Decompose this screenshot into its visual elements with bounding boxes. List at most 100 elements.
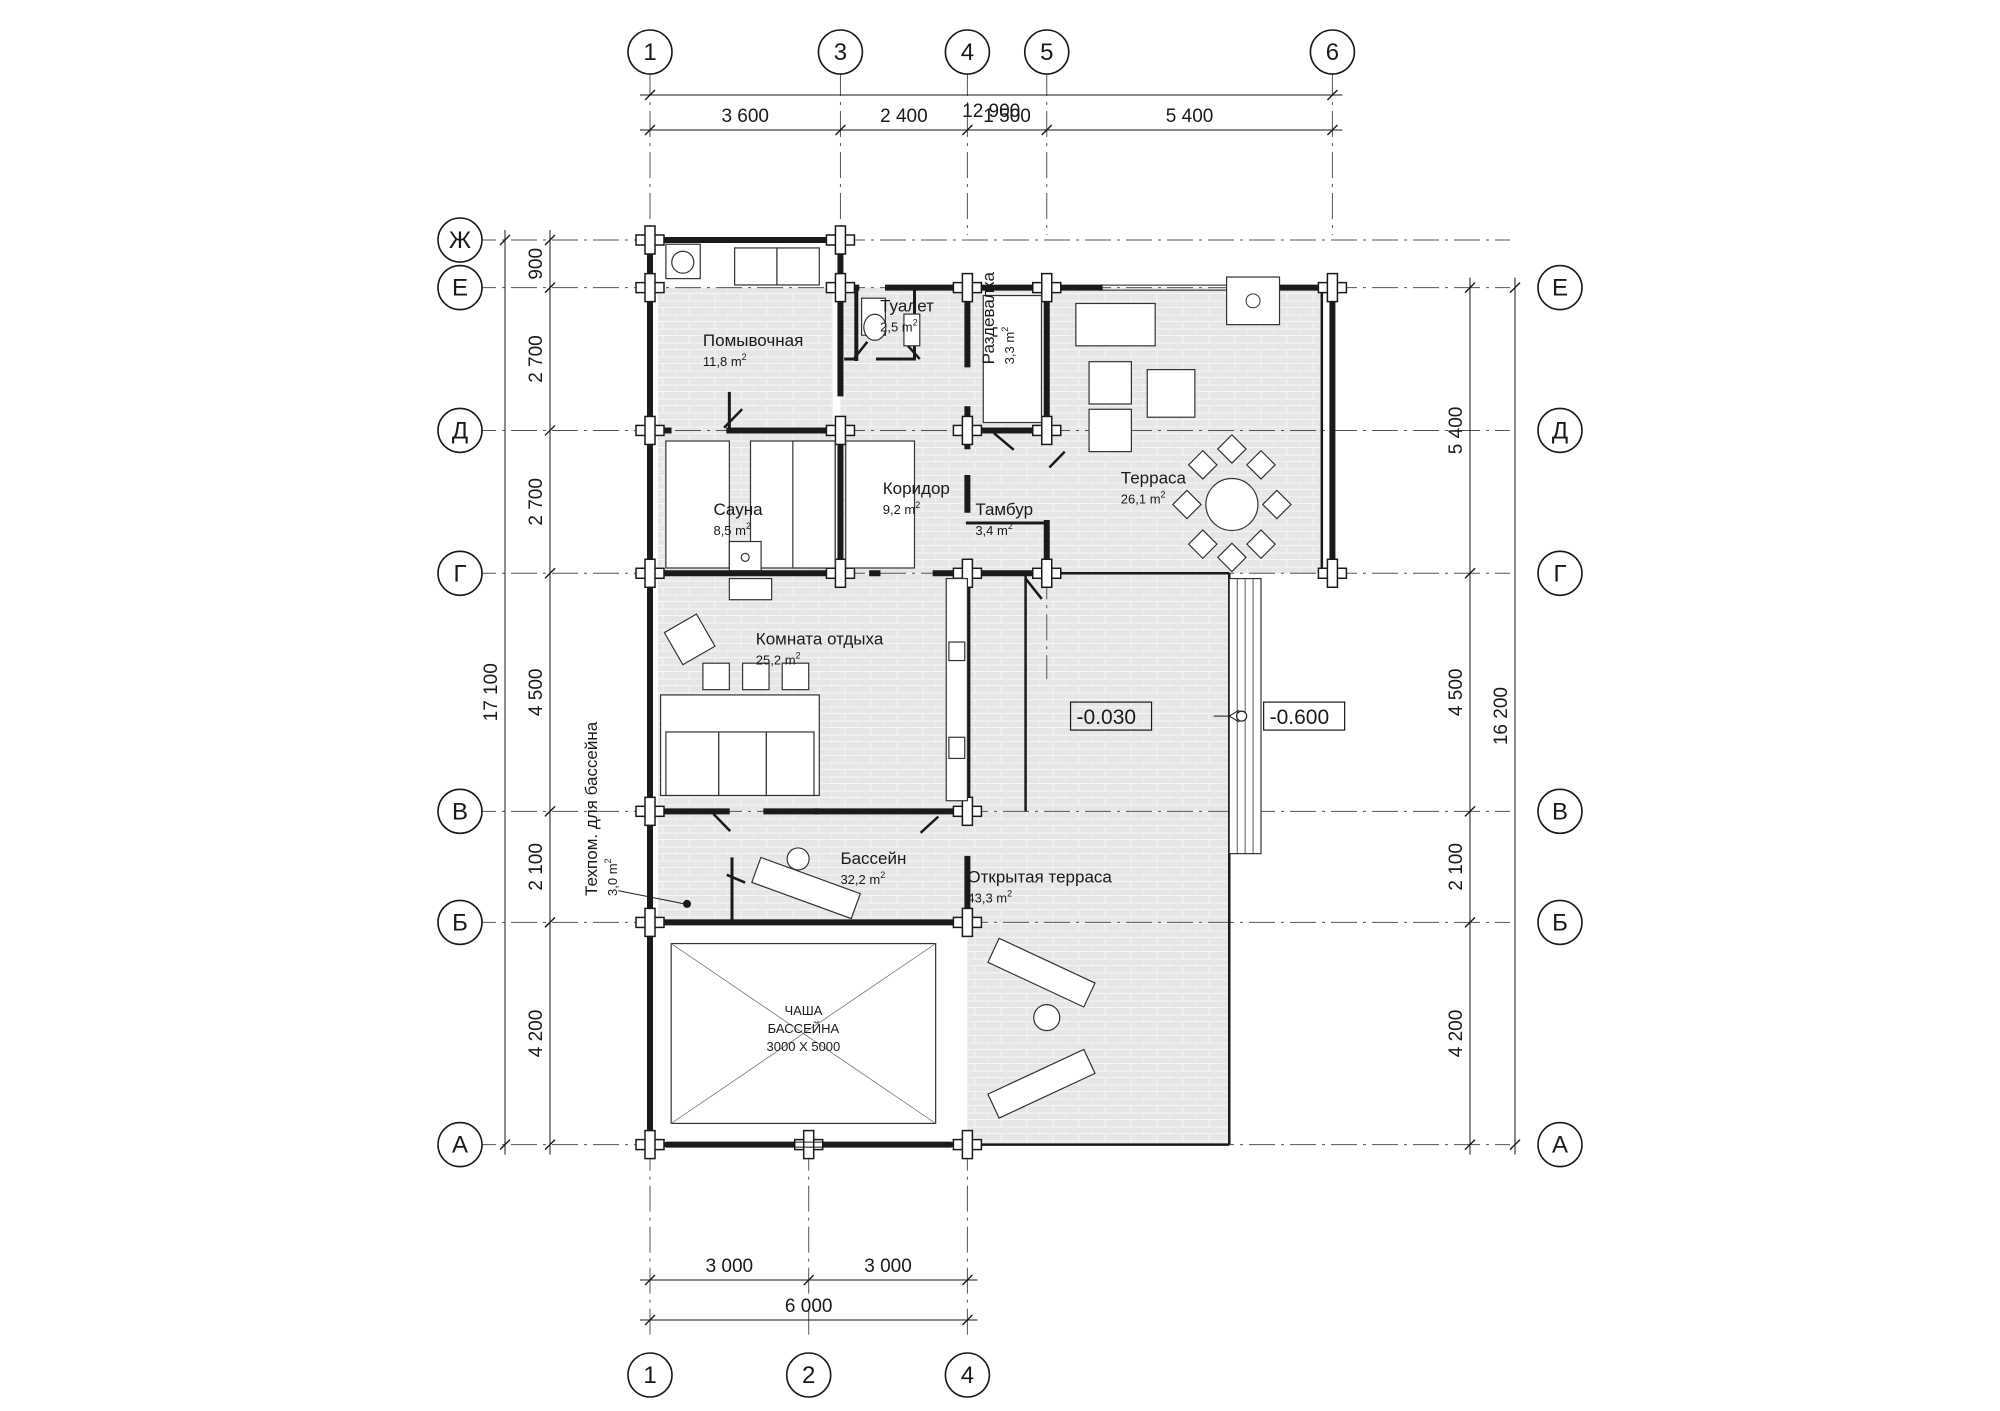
axis-top-6-label: 6 <box>1326 39 1339 66</box>
room-area: 3,4 m2 <box>975 521 1013 538</box>
dining-chair <box>1246 529 1276 560</box>
dim-tick <box>544 424 556 436</box>
log-corner-core <box>1328 569 1337 578</box>
drain-symbol <box>671 250 695 274</box>
techroom-leader <box>618 890 685 905</box>
log-corner-core <box>1328 283 1337 292</box>
dim-tick <box>803 1274 815 1286</box>
level-box-0 <box>1069 701 1153 731</box>
dim-label: 2 100 <box>526 843 547 891</box>
axis-top-4-circle <box>944 29 991 75</box>
axis-left-Д-circle <box>437 407 483 454</box>
dim-tick <box>1464 805 1476 817</box>
room-9: Открытая терраса 43,3 m2 <box>967 868 1112 906</box>
axis-top-1-circle <box>627 29 673 75</box>
room-area-value: 3,4 m <box>975 523 1008 538</box>
axis-right-В-circle <box>1537 788 1583 835</box>
stove-dot <box>740 552 750 563</box>
door-leaf <box>723 408 744 429</box>
axis-left-Ж-circle <box>437 217 483 263</box>
door-leaf <box>1024 577 1043 600</box>
axis-left-В-circle <box>437 788 483 835</box>
room-area: 43,3 m2 <box>967 889 1012 906</box>
level-arrow <box>1228 709 1240 717</box>
axis-left-Д-label: Д <box>452 417 468 444</box>
log-corner-core <box>836 283 845 292</box>
axis-right-Д-circle <box>1537 407 1583 454</box>
room-area: 9,2 m2 <box>883 500 921 517</box>
axis-left-Ж-label: Ж <box>449 227 471 254</box>
room-3: Терраса 26,1 m2 <box>1121 468 1187 506</box>
dining-table <box>1205 477 1259 532</box>
stool-3 <box>781 662 810 691</box>
log-corner-core <box>804 1140 813 1149</box>
sofa-seat-2 <box>718 731 767 797</box>
sauna-bench-lower <box>665 440 730 569</box>
log-corner-core <box>963 918 972 927</box>
room-area-sup: 2 <box>913 317 918 327</box>
axis-right-В-label: В <box>1552 798 1568 825</box>
room-name: Туалет <box>880 296 934 315</box>
pool-bowl-line3: 3000 Х 5000 <box>767 1039 841 1054</box>
dim-label: 2 400 <box>880 106 928 127</box>
level-box-1 <box>1263 701 1346 731</box>
axis-left-А-circle <box>437 1121 483 1168</box>
terrace-lounger-2 <box>987 1048 1096 1119</box>
log-corner-core <box>1042 283 1051 292</box>
floor-area <box>967 573 1230 1145</box>
dim-tick <box>1326 89 1338 101</box>
axis-left-Г-label: Г <box>454 560 467 587</box>
level-label-0: -0.030 <box>1077 706 1137 729</box>
room-area-sup: 2 <box>1000 327 1010 332</box>
axis-bottom-2-label: 2 <box>802 1362 815 1389</box>
terrace-side-table <box>1033 1004 1061 1032</box>
furniture <box>618 243 1292 1125</box>
room-area-sup: 2 <box>1008 521 1013 531</box>
room-name: Коридор <box>883 479 950 498</box>
room-area-sup: 2 <box>603 858 613 863</box>
door-leaf <box>993 432 1015 451</box>
room-area: 26,1 m2 <box>1121 489 1166 506</box>
fireplace <box>1226 276 1281 326</box>
dim-label: 1 500 <box>983 106 1031 127</box>
dim-label: 4 200 <box>526 1010 547 1058</box>
sofa <box>1075 302 1156 347</box>
pool-bowl-line2: БАССЕЙНА <box>768 1021 840 1036</box>
room-area-sup: 2 <box>1161 489 1166 499</box>
dim-tick <box>544 567 556 579</box>
dim-tick <box>1464 1139 1476 1151</box>
room-name: Терраса <box>1121 468 1187 487</box>
dining-chair <box>1171 489 1202 520</box>
room-area-sup: 2 <box>880 870 885 880</box>
axis-left-Е-circle <box>437 264 483 311</box>
axis-right-Г-label: Г <box>1554 560 1567 587</box>
pool-diagonal-2 <box>670 943 936 1124</box>
room-area-sup: 2 <box>746 521 751 531</box>
axis-bottom-4-label: 4 <box>961 1362 974 1389</box>
room-name: Комната отдыха <box>756 630 884 649</box>
kitchen-hob <box>948 736 966 760</box>
dim-tick <box>544 916 556 928</box>
axis-right-А-label: А <box>1552 1132 1568 1159</box>
log-corner-core <box>836 426 845 435</box>
stool-2 <box>741 662 770 691</box>
axis-top-6-circle <box>1309 29 1356 75</box>
room-name: Открытая терраса <box>967 868 1112 887</box>
sauna-bench-shelf <box>792 440 836 569</box>
axis-top-3-label: 3 <box>834 39 847 66</box>
log-corner-core <box>646 807 654 816</box>
level-marker <box>1236 710 1248 722</box>
axis-right-Д-label: Д <box>1552 417 1568 444</box>
dim-tick <box>544 805 556 817</box>
fireplace-mark <box>1245 293 1261 309</box>
dim-label: 2 700 <box>526 335 547 383</box>
dim-tick <box>961 1314 973 1326</box>
log-corner-core <box>836 569 845 578</box>
axis-bottom-1-circle <box>627 1352 673 1398</box>
axis-right-Е-label: Е <box>1552 275 1568 302</box>
level-label-1: -0.600 <box>1270 706 1330 729</box>
